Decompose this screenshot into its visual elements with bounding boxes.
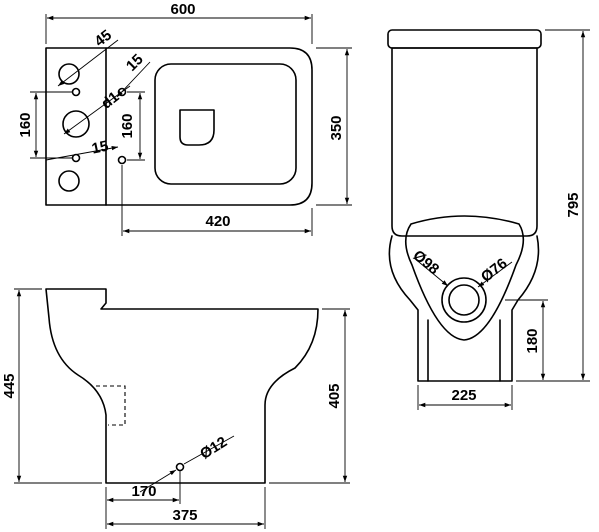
side-view: 445 405 Ø12 170 375	[1, 288, 350, 529]
dim-hole-420: 420	[205, 213, 230, 230]
bowl-drain	[179, 109, 215, 146]
dim-height-405: 405	[326, 383, 343, 408]
inlet-hole	[62, 110, 90, 138]
small-hole-b	[71, 153, 81, 163]
cistern-lid	[387, 29, 542, 49]
dim-width-600: 600	[170, 1, 195, 18]
dim-depth-375: 375	[172, 507, 197, 524]
outlet-hidden	[96, 385, 126, 426]
outlet-ring-inner	[448, 284, 480, 316]
dim-hole-45: 45	[91, 27, 115, 51]
dim-hole-15-b: 15	[90, 138, 110, 158]
outlet-hood	[404, 215, 525, 341]
dim-height-795: 795	[565, 192, 582, 217]
cistern-outline	[45, 47, 107, 206]
outlet-ring-outer	[441, 277, 487, 323]
dim-outlet-76: Ø76	[478, 255, 511, 286]
dim-span-160-inner: 160	[119, 113, 136, 138]
pan-outline	[105, 47, 313, 206]
small-hole-a	[71, 87, 81, 97]
fix-hole-b	[117, 155, 127, 165]
dim-hole-15-a: 15	[123, 51, 147, 75]
large-hole-top	[58, 63, 80, 85]
dim-height-445: 445	[1, 373, 18, 398]
dim-fix-170: 170	[131, 483, 156, 500]
dim-span-160-left: 160	[17, 112, 34, 137]
dim-fix-hole-12: Ø12	[197, 433, 230, 462]
side-fix-hole	[175, 462, 185, 472]
dim-outlet-225: 225	[451, 387, 476, 404]
front-view: Ø98 Ø76 795 180 225	[387, 29, 590, 410]
large-hole-bottom	[58, 170, 80, 192]
pan-front	[388, 235, 540, 382]
pan-side-outline	[45, 288, 319, 484]
top-view: 600 350 420 160 160 45 15 d1 15	[17, 1, 352, 236]
dim-outlet-180: 180	[524, 328, 541, 353]
bowl-outline	[154, 63, 297, 185]
cistern-body	[391, 47, 538, 237]
dim-depth-350: 350	[328, 115, 345, 140]
